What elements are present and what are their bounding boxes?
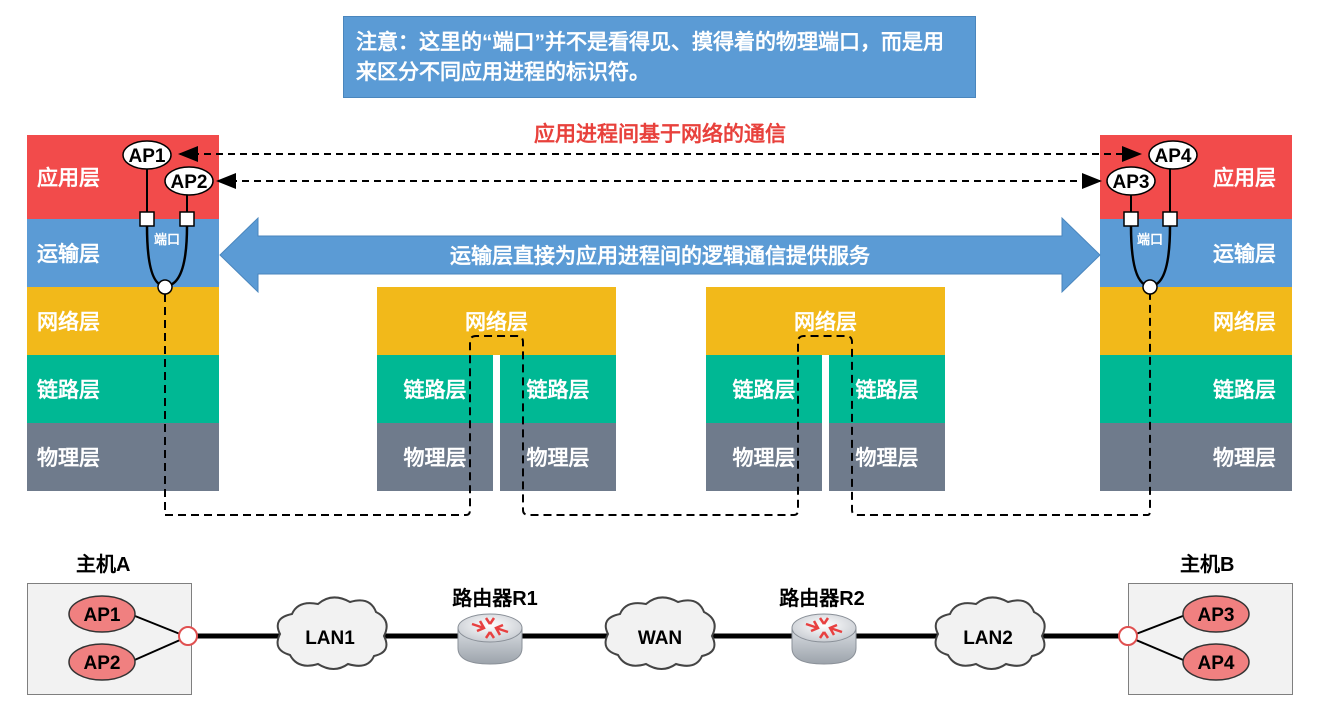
note-text: 注意：这里的“端口”并不是看得见、摸得着的物理端口，而是用来区分不同应用进程的标… [356,31,944,84]
r1-physical-layer-left: 物理层 [377,423,493,491]
layer-label: 链路层 [526,379,590,402]
transport-service-arrow [219,216,1101,294]
lan1-cloud-icon: LAN1 [276,596,388,670]
ap2-process-top: AP2 [164,166,214,196]
layer-label: 物理层 [732,447,796,470]
r1-link-layer-left: 链路层 [377,355,493,423]
host-b-network-layer: 网络层 [1100,287,1292,355]
svg-text:AP2: AP2 [84,653,121,674]
layer-label: 链路层 [403,379,467,402]
svg-text:LAN2: LAN2 [963,628,1013,649]
ap1-process-top: AP1 [122,140,172,170]
transport-service-caption: 运输层直接为应用进程间的逻辑通信提供服务 [450,245,870,268]
layer-label: 运输层 [37,243,100,266]
ap3-process-top: AP3 [1106,166,1156,196]
layer-label: 物理层 [855,447,919,470]
host-b-port-label: 端口 [1137,232,1163,247]
layer-label: 运输层 [1213,243,1276,266]
layer-label: 网络层 [465,311,528,334]
host-a-port-label: 端口 [154,232,180,247]
layer-label: 物理层 [37,447,100,470]
layer-label: 应用层 [1213,167,1276,190]
host-b-label: 主机B [1180,554,1235,576]
host-a-label: 主机A [76,554,131,576]
layer-label: 物理层 [403,447,467,470]
lan2-cloud-icon: LAN2 [934,596,1046,670]
r1-link-layer-right: 链路层 [500,355,616,423]
router-r2-icon [791,613,857,665]
layer-label: 网络层 [1213,311,1276,334]
data-path-dashed [164,294,1151,516]
router-r1-icon [457,613,523,665]
r2-physical-layer-right: 物理层 [829,423,945,491]
svg-text:AP1: AP1 [84,605,121,626]
r2-link-layer-left: 链路层 [706,355,822,423]
host-b-physical-layer: 物理层 [1100,423,1292,491]
r1-network-layer: 网络层 [377,287,616,355]
layer-label: 网络层 [794,311,857,334]
host-a-network-layer: 网络层 [27,287,219,355]
r2-network-layer: 网络层 [706,287,945,355]
wan-cloud-icon: WAN [604,596,716,670]
r2-physical-layer-left: 物理层 [706,423,822,491]
svg-text:AP3: AP3 [1113,172,1150,193]
svg-text:AP1: AP1 [129,146,166,167]
host-b-processes: AP3 AP4 [1118,595,1250,681]
host-a-physical-layer: 物理层 [27,423,219,491]
note-box: 注意：这里的“端口”并不是看得见、摸得着的物理端口，而是用来区分不同应用进程的标… [343,16,976,98]
svg-text:AP3: AP3 [1198,605,1235,626]
router-r2-label: 路由器R2 [779,588,865,610]
svg-text:AP4: AP4 [1198,653,1235,674]
layer-label: 链路层 [37,379,100,402]
svg-text:WAN: WAN [638,628,682,649]
svg-text:AP4: AP4 [1155,146,1192,167]
layer-label: 应用层 [37,167,100,190]
layer-label: 网络层 [37,311,100,334]
svg-text:AP2: AP2 [171,172,208,193]
layer-label: 链路层 [1213,379,1276,402]
host-b-port-lines [1123,166,1178,295]
layer-label: 物理层 [526,447,590,470]
layer-label: 链路层 [855,379,919,402]
r2-link-layer-right: 链路层 [829,355,945,423]
ap4-process-top: AP4 [1148,140,1198,170]
svg-text:LAN1: LAN1 [305,628,355,649]
app-comm-caption: 应用进程间基于网络的通信 [534,123,786,146]
layer-label: 物理层 [1213,447,1276,470]
host-a-processes: AP1 AP2 [68,595,198,681]
layer-label: 链路层 [732,379,796,402]
host-b-link-layer: 链路层 [1100,355,1292,423]
r1-physical-layer-right: 物理层 [500,423,616,491]
router-r1-label: 路由器R1 [452,588,538,610]
host-a-link-layer: 链路层 [27,355,219,423]
host-a-port-lines [139,166,195,295]
